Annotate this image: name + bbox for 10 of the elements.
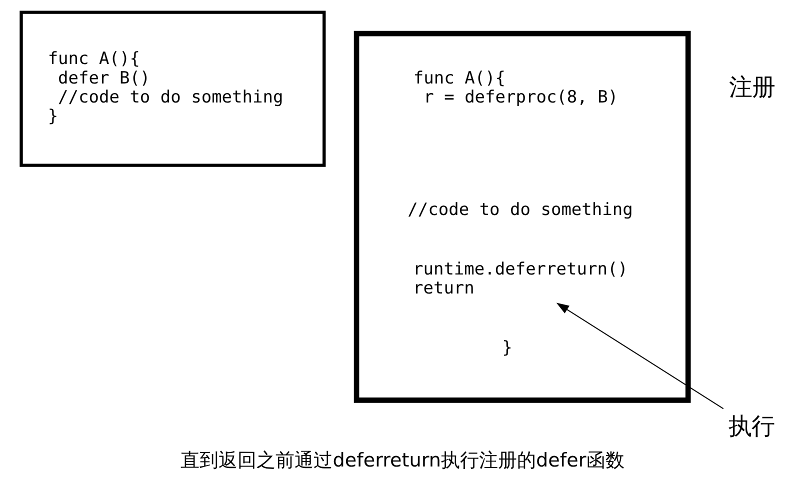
label: 注册 <box>728 72 774 101</box>
node-text: } <box>502 338 512 358</box>
node-text: //code to do something <box>407 200 632 220</box>
node-box: func A(){ defer B() //code to do something } <box>19 10 326 167</box>
caption: 直到返回之前通过deferreturn执行注册的defer函数 <box>180 448 624 472</box>
node-text: runtime.deferreturn() return <box>412 260 628 299</box>
arrow <box>556 302 724 410</box>
cluster <box>353 30 690 403</box>
node-text: func A(){ r = deferproc(8, B) <box>412 68 618 108</box>
node-text: 执行 <box>728 412 774 440</box>
